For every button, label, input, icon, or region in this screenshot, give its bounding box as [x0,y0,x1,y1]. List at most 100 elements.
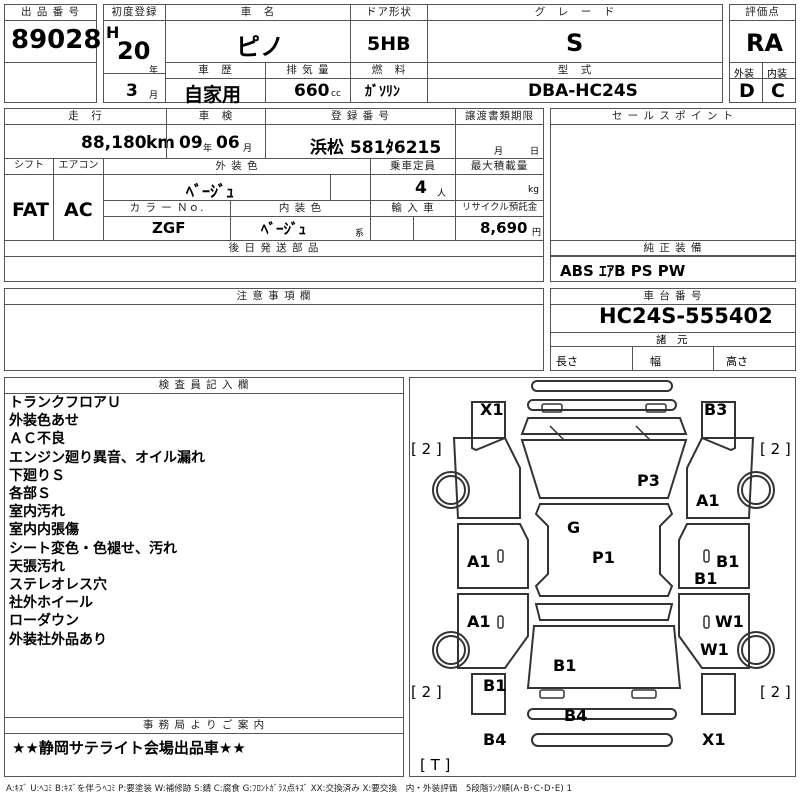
inspection-box: 車 検 09 年 06 月 [166,108,266,159]
door: 5HB [367,33,411,55]
model-label: 型 式 [428,63,722,79]
month-unit: 月 [149,91,159,101]
mileage-unit: km [146,133,176,153]
mark-w1-right-rear-door: W1 [715,612,744,631]
transfer-label: 譲渡書類期限 [456,109,543,125]
mark-w1-right-rear-fender: W1 [700,640,729,659]
tire-rear-right: [ 2 ] [760,683,791,701]
inspection-year: 09 [179,133,203,153]
lot-number-box: 出 品 番 号 89028 [4,4,101,63]
recycle-unit: 円 [532,228,542,238]
length-label: 長さ [556,355,578,368]
ac: AC [64,199,93,221]
caution-box: 注 意 事 項 欄 [4,288,544,371]
damage-legend: A:ｷｽﾞ U:ﾍｺﾐ B:ｷｽﾞを伴うﾍｺﾐ P:要塗装 W:補修跡 S:錆 … [6,784,572,794]
mark-p3-hood: P3 [637,471,660,490]
lot-number: 89028 [11,25,102,55]
mark-b1-hatch: B1 [553,656,577,675]
load-label: 最大積載量 [456,159,543,175]
office-box: 事 務 局 よ り ご 案 内 ★★静岡サテライト会場出品車★★ [4,717,404,777]
mark-a1-right-fender: A1 [696,491,720,510]
office-text: ★★静岡サテライト会場出品車★★ [12,739,246,757]
caution-label: 注 意 事 項 欄 [5,289,543,305]
history: 自家用 [184,84,242,106]
inspector-note: ローダウン [9,613,79,630]
lot-number-label: 出 品 番 号 [5,5,96,21]
inspector-note: 外装色あせ [9,413,79,430]
car-outline [432,380,775,747]
shift: FAT [12,199,49,221]
inspector-note: ＡＣ不良 [9,431,65,448]
plate-number: 浜松 581ﾀ6215 [310,138,442,158]
score: RA [746,29,784,57]
inspection-month-unit: 月 [243,144,253,154]
ext-grade: D [739,80,755,102]
inspector-note: 天張汚れ [9,558,65,575]
tire-front-left: [ 2 ] [411,440,442,458]
mark-x1-front-left: X1 [480,400,504,419]
capacity-unit: 人 [437,189,447,199]
import-box: 輸 入 車 [370,200,456,241]
inspection-label: 車 検 [167,109,265,125]
color-number-box: カ ラ ー Ｎｏ. ZGF [103,200,231,241]
recycle-box: リサイクル預託金 8,690 円 [455,200,544,241]
car-name-box: 車 名 ピノ [165,4,351,63]
interior-color-label: 内 装 色 [231,201,370,217]
inspector-note: 室内汚れ [9,504,65,521]
mileage-box: 走 行 88,180 km [4,108,175,159]
color-number: ZGF [152,219,186,237]
int-grade: C [771,80,785,102]
equipment: ABS ｴｱB PS PW [560,262,686,280]
mark-a1-left-front-door: A1 [467,552,491,571]
shift-box: シフト FAT [4,158,54,241]
interior-color: ﾍﾞｰｼﾞｭ [261,220,307,238]
width-label: 幅 [650,355,661,368]
sales-point-box: セ ー ル ス ポ イ ン ト [550,108,796,256]
displacement-label: 排 気 量 [266,63,350,79]
later-parts-label: 後 日 発 送 部 品 [5,241,543,257]
vin-label: 車 台 番 号 [551,289,795,305]
inspector-note: 下廻りＳ [9,467,65,484]
year-unit: 年 [149,66,159,76]
load-box: 最大積載量 kg [455,158,544,201]
fuel-label: 燃 料 [351,63,427,79]
sales-point-label: セ ー ル ス ポ イ ン ト [551,109,795,125]
score-label: 評価点 [730,5,795,21]
color-number-label: カ ラ ー Ｎｏ. [104,201,230,217]
equipment-box: 純 正 装 備 ABS ｴｱB PS PW [550,240,796,282]
inspector-note: エンジン廻り異音、オイル漏れ [9,449,205,466]
fuel: ｶﾞｿﾘﾝ [365,84,400,100]
plate-box: 登 録 番 号 浜松 581ﾀ6215 [265,108,456,159]
int-label: 内装 [767,69,787,80]
mark-b4-rear-left: B4 [483,730,507,749]
inspector-note: ステレオレス穴 [9,577,107,594]
interior-color-unit: 系 [355,229,365,239]
car-name-label: 車 名 [166,5,350,21]
tire-rear-left: [ 2 ] [411,683,442,701]
vin-box: 車 台 番 号 HC24S-555402 諸 元 長さ 幅 高さ [550,288,796,371]
transfer-box: 譲渡書類期限 月 日 [455,108,544,159]
score-box: 評価点 RA [729,4,796,63]
grade: S [566,29,584,57]
body-color: ﾍﾞｰｼﾞｭ [186,182,235,201]
reg-month: 3 [126,81,138,101]
interior-color-box: 内 装 色 ﾍﾞｰｼﾞｭ 系 [230,200,371,241]
fuel-box: 燃 料 ｶﾞｿﾘﾝ [350,62,428,103]
tire-front-right: [ 2 ] [760,440,791,458]
inspector-note: 外装社外品あり [9,631,107,648]
car-name: ピノ [236,33,284,61]
transfer-month: 月 [494,147,504,157]
inspector-note: 社外ホイール [9,595,93,612]
shift-label: シフト [5,159,53,175]
equipment-label: 純 正 装 備 [551,241,795,257]
displacement-unit: cc [331,89,341,99]
ext-label: 外装 [734,69,754,80]
color-box: 外 装 色 ﾍﾞｰｼﾞｭ [103,158,371,201]
plate-label: 登 録 番 号 [266,109,455,125]
mileage-label: 走 行 [5,109,166,125]
capacity-label: 乗車定員 [371,159,455,175]
grade-box: グ レ ー ド S [427,4,723,63]
first-reg-box: 初度登録 H 20 年 3 月 [103,4,166,103]
load-unit: kg [528,185,539,195]
